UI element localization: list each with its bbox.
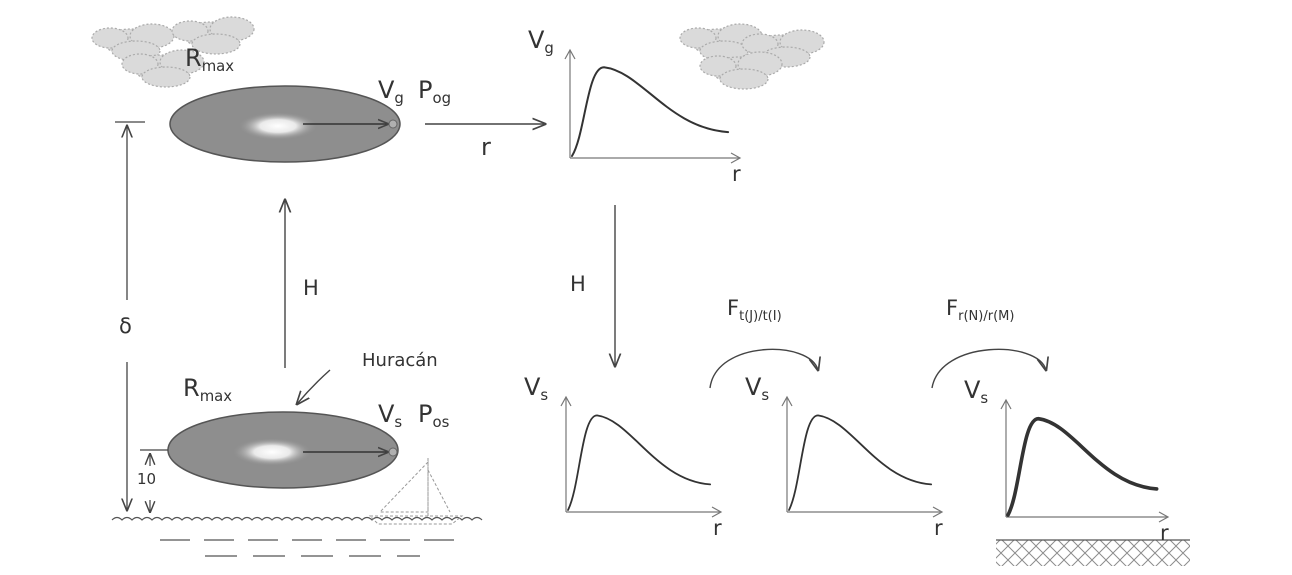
plot-2-x-arrowhead [711,506,723,518]
plot-4 [1000,398,1170,523]
plot-1-axes [569,50,740,159]
plot-3-axes [786,397,942,513]
plot-3-velocity-curve [788,414,933,511]
transform-arrow-1 [709,348,818,389]
plot-3 [781,395,944,518]
cloud-top-left [91,16,255,88]
plot-1-y-arrowhead [564,48,576,60]
plot-4-axes [1005,400,1168,518]
plot-2-axes [565,397,721,513]
plot-4-y-arrowhead [1000,398,1012,410]
ten-dimension [140,449,168,512]
plot-4-velocity-curve [1006,416,1159,517]
plot-2-velocity-curve [567,414,712,511]
cloud-top-middle [679,23,825,90]
plot-4-x-arrowhead [1158,511,1170,523]
arrow-huracan [297,369,331,404]
lower-hurricane-disk [167,411,399,489]
plot-1-x-arrowhead [730,152,742,164]
plot-3-x-arrowhead [932,506,944,518]
sailboat-sketch [368,458,464,525]
ground-strip [996,539,1190,566]
plot-2-y-arrowhead [560,395,572,407]
plot-3-y-arrowhead [781,395,793,407]
delta-dimension [115,121,145,510]
sea-surface [111,516,483,557]
upper-hurricane-disk [169,85,401,163]
transform-arrow-2 [931,348,1046,389]
plot-1-velocity-curve [571,66,730,157]
plot-1 [564,48,742,164]
plot-2 [560,395,723,518]
